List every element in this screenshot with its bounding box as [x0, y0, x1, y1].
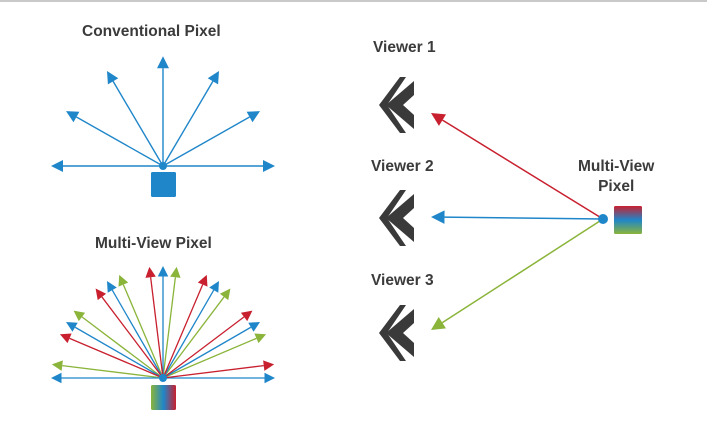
multiview-ray-arrow-icon-6: [118, 274, 164, 379]
multiview-ray-arrow-icon-15: [162, 333, 267, 379]
multiview-ray-arrow-icon-5: [59, 333, 164, 379]
viewer3-eye-icon: [379, 305, 414, 361]
multiview-pixel-label-line1: Multi-View: [578, 158, 655, 175]
multiview-pixel-origin: [159, 374, 167, 382]
viewer1-label: Viewer 1: [373, 39, 436, 56]
conventional-ray-arrow-icon-3: [107, 70, 164, 167]
multiview-ray-arrow-icon-1: [51, 360, 164, 379]
viewer1-ray-arrow-icon: [431, 113, 604, 220]
multiview-pixel-square-icon: [151, 385, 176, 410]
conventional-ray-arrow-icon-4: [157, 56, 169, 166]
conventional-ray-arrow-icon-5: [162, 70, 219, 167]
multiview-ray-arrow-icon-3: [73, 310, 164, 379]
multiview-ray-arrow-icon-10: [157, 266, 169, 378]
multiview-ray-arrow-icon-17: [162, 310, 253, 379]
conventional-ray-arrow-icon-6: [162, 111, 260, 167]
viewer3-label: Viewer 3: [371, 272, 434, 289]
viewer3-ray-arrow-icon: [431, 218, 604, 330]
conventional-ray-arrow-icon-1: [51, 160, 163, 172]
multiview-ray-arrow-icon-16: [162, 322, 260, 379]
multiview-ray-arrow-icon-14: [162, 274, 208, 379]
multiview-ray-arrow-icon-11: [145, 266, 164, 379]
multiview-pixel-title: Multi-View Pixel: [95, 235, 212, 252]
multiview-ray-arrow-icon-2: [51, 372, 163, 384]
multiview-pixel-label: Multi-View Pixel: [578, 157, 654, 197]
multiview-ray-arrow-icon-13: [162, 281, 219, 379]
conventional-pixel-origin: [159, 162, 167, 170]
multiview-ray-arrow-icon-8: [95, 288, 164, 379]
viewer2-ray-arrow-icon: [431, 210, 604, 224]
conventional-ray-arrow-icon-2: [66, 111, 164, 167]
viewer1-eye-icon: [379, 77, 414, 133]
multiview-pixel-rays: [51, 266, 275, 384]
conventional-ray-arrow-icon-7: [163, 160, 275, 172]
viewer2-label: Viewer 2: [371, 158, 434, 175]
multiview-ray-arrow-icon-9: [162, 266, 181, 379]
right-pixel-origin: [598, 214, 608, 224]
multiview-pixel-label-line2: Pixel: [598, 178, 635, 195]
top-border: [0, 0, 707, 2]
multiview-ray-arrow-icon-7: [107, 281, 164, 379]
viewer2-eye-icon: [379, 190, 414, 246]
right-multiview-pixel-square-icon: [614, 206, 642, 234]
multiview-ray-arrow-icon-4: [66, 322, 164, 379]
viewer-rays: [431, 113, 608, 330]
conventional-pixel-rays: [51, 56, 275, 172]
multiview-ray-arrow-icon-18: [163, 372, 275, 384]
multiview-ray-arrow-icon-12: [162, 288, 231, 379]
multiview-ray-arrow-icon-19: [162, 360, 275, 379]
conventional-pixel-square-icon: [151, 172, 176, 197]
conventional-pixel-title: Conventional Pixel: [82, 23, 221, 40]
